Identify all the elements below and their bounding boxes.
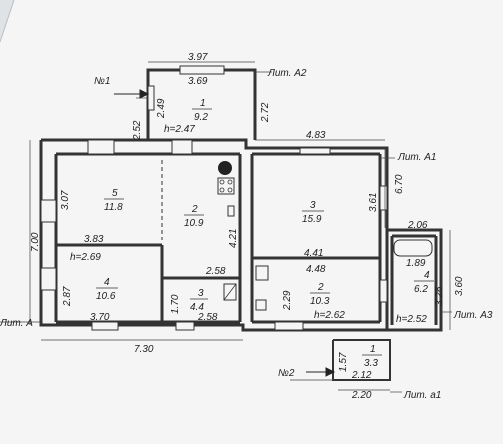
room-2b-area: 10.3 [310,296,330,307]
arrow-1-head [139,89,150,99]
dimension: 1.89 [406,258,426,269]
arrow-2-head [325,367,336,377]
room-1a-area: 9.2 [194,112,208,123]
window [40,267,57,291]
window [171,139,193,155]
room-1a-number: 1 [200,98,206,109]
room-2a-area: 10.9 [184,218,204,229]
dimension-vertical: 2.72 [260,102,271,123]
room-4a-area: 10.6 [96,291,116,302]
dimension-vertical: 3.07 [60,190,71,210]
labels: №1 №2 Лит. А2 Лит. А1 Лит. А3 Лит. А Лит… [0,52,493,401]
dimension-vertical: 1.57 [338,352,349,372]
height-label: h=2.62 [314,310,345,321]
wall-annex-a3 [387,228,443,332]
boiler [223,283,237,301]
dimension: 4.41 [304,248,323,259]
dimension-vertical: 3.26 [434,286,445,306]
room-3b-number: 3 [198,288,204,299]
dimension-vertical: 2.52 [132,120,143,141]
window [147,85,155,111]
stove-burner [227,179,233,185]
stove-burner [219,179,225,185]
dimension: 2.06 [407,220,428,231]
dimension-vertical: 7.00 [30,232,41,252]
stove-burner [219,187,225,193]
boiler-pipe [223,283,237,301]
room-2a-number: 2 [191,204,198,215]
room-5-number: 5 [112,188,118,199]
height-label: h=2.69 [70,252,101,263]
room-3a-number: 3 [310,200,316,211]
dimension: 3.83 [84,234,104,245]
dimension-vertical: 6.70 [394,174,405,194]
bathtub [393,239,433,257]
liter-a1: Лит. А1 [397,152,436,163]
dimension-vertical: 3.61 [368,193,379,212]
window [379,279,388,303]
room-2b-number: 2 [317,282,324,293]
height-label: h=2.52 [396,314,427,325]
dimension: 2.12 [351,370,372,381]
dimension: 3.70 [90,312,110,323]
window [40,199,57,223]
window [175,321,195,331]
room-4b-area: 6.2 [414,284,428,295]
liter-a: Лит. А [0,318,33,329]
entrance-marker-1: №1 [94,76,110,87]
window [179,65,225,75]
sink-2 [255,265,269,281]
dimension-vertical: 3.60 [454,276,465,296]
entrance-arrows [114,89,336,377]
liter-a1-porch: Лит. а1 [403,390,441,401]
sink-3 [255,299,267,311]
dimension: 4.83 [306,130,326,141]
dimension-vertical: 2.49 [156,98,167,119]
dimension: 2.20 [351,390,372,401]
paper-edge [0,0,15,43]
window [299,147,331,155]
windows [40,65,388,331]
window [274,321,304,331]
stove [217,177,235,195]
room-3a-area: 15.9 [302,214,322,225]
stove-burner [227,187,233,193]
dimension: 7.30 [134,344,154,355]
room-4b-number: 4 [424,270,430,281]
room-3b-area: 4.4 [190,302,204,313]
dimension: 2.58 [205,266,226,277]
entrance-marker-2: №2 [278,368,295,379]
dimension-vertical: 4.21 [228,229,239,248]
liter-a2: Лит. А2 [267,68,307,79]
window [379,185,388,211]
room-1b-number: 1 [370,344,376,355]
dimension-vertical: 2.87 [62,286,73,307]
height-label: h=2.47 [164,124,195,135]
dimension-vertical: 2.29 [282,290,293,311]
dimension: 3.69 [188,76,208,87]
dimension: 3.97 [188,52,208,63]
wall-porch-a1 [332,339,391,381]
room-4a-number: 4 [104,277,110,288]
room-1b-area: 3.3 [364,358,378,369]
room-5-area: 11.8 [104,202,123,213]
dimension-lines [0,61,452,393]
sink [227,205,235,217]
liter-a3: Лит. А3 [453,310,493,321]
window [91,321,119,331]
dimension: 4.48 [306,264,326,275]
dimension-vertical: 1.70 [170,294,181,314]
dimension: 2.58 [197,312,218,323]
stove-chimney [218,161,232,175]
window [87,139,115,155]
